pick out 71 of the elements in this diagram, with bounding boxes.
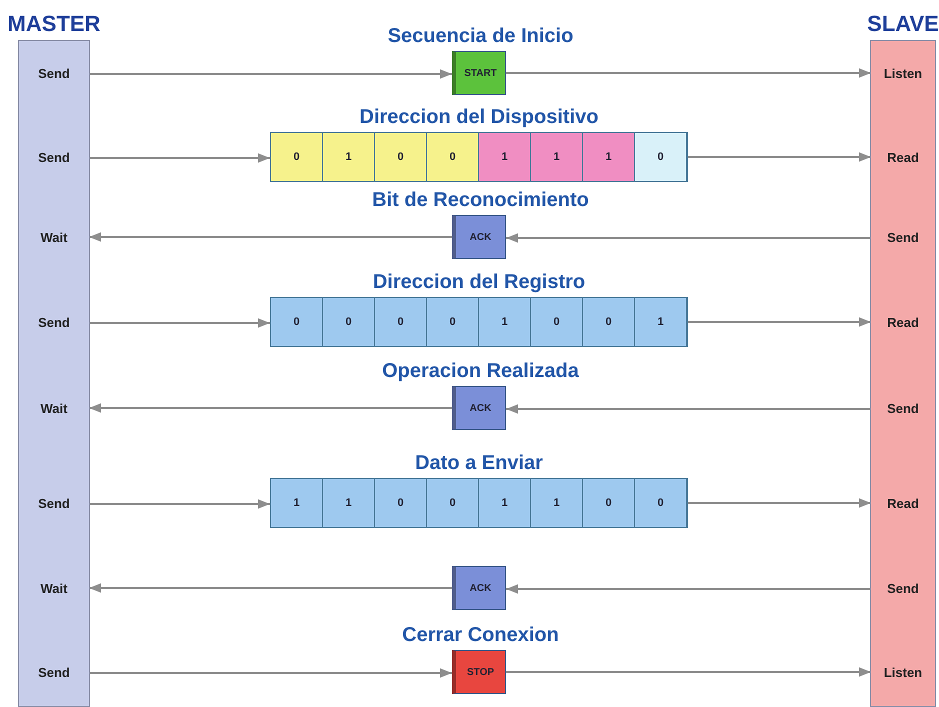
bit-cell: 0 [531,298,583,346]
bit-cell: 1 [479,133,531,181]
arrow [688,152,871,162]
bit-cell: 1 [635,298,687,346]
bit-cell: 1 [479,479,531,527]
signal-label: STOP [466,666,494,678]
step-title: Bit de Reconocimiento [372,189,589,212]
step-title: Secuencia de Inicio [388,25,574,48]
action-label: Read [871,494,935,514]
bit-cell: 1 [531,479,583,527]
action-label: Send [19,494,89,514]
action-label: Wait [19,399,89,419]
bit-cell: 0 [427,298,479,346]
arrow [506,233,871,243]
signal-label: ACK [470,582,492,594]
action-label: Send [19,313,89,333]
action-label: Read [871,148,935,168]
bit-cell: 0 [375,133,427,181]
arrow [89,668,452,678]
bit-cell: 1 [531,133,583,181]
arrow [506,68,871,78]
arrow [506,404,871,414]
action-label: Send [19,663,89,683]
bit-cell: 1 [323,133,375,181]
signal-label: START [464,68,497,78]
action-label: Send [19,64,89,84]
arrow [688,498,871,508]
step-title: Operacion Realizada [382,360,579,383]
action-label: Send [871,228,935,248]
bit-cell: 0 [583,479,635,527]
action-label: Send [871,399,935,419]
bit-cell: 0 [323,298,375,346]
action-label: Send [871,579,935,599]
bit-cell: 1 [479,298,531,346]
bit-cell: 1 [583,133,635,181]
signal-label: ACK [470,402,492,414]
arrow [89,499,270,509]
lifeline-title: MASTER [8,11,100,37]
bit-cell: 1 [323,479,375,527]
bit-cell: 0 [583,298,635,346]
arrow [89,318,270,328]
arrow [89,153,270,163]
arrow [506,584,871,594]
step-title: Direccion del Dispositivo [360,106,598,129]
bit-cell: 0 [375,479,427,527]
action-label: Wait [19,579,89,599]
step-title: Cerrar Conexion [402,624,559,647]
bit-cell: 0 [271,298,323,346]
arrow [89,69,452,79]
step-title: Dato a Enviar [415,452,543,475]
action-label: Read [871,313,935,333]
arrow [89,583,452,593]
arrow [688,317,871,327]
signal-box [452,566,506,610]
action-label: Listen [871,663,935,683]
bit-cell: 0 [635,479,687,527]
step-title: Direccion del Registro [372,271,586,294]
arrow [506,667,871,677]
bit-cell: 0 [635,133,687,181]
arrow [89,403,452,413]
lifeline-title: SLAVE [867,11,939,37]
arrow [89,232,452,242]
bit-cell: 1 [271,479,323,527]
bit-cell: 0 [427,133,479,181]
bit-cell: 0 [427,479,479,527]
bit-cell: 0 [271,133,323,181]
bit-cell: 0 [375,298,427,346]
action-label: Send [19,148,89,168]
signal-label: ACK [470,232,492,242]
action-label: Listen [871,64,935,84]
action-label: Wait [19,228,89,248]
